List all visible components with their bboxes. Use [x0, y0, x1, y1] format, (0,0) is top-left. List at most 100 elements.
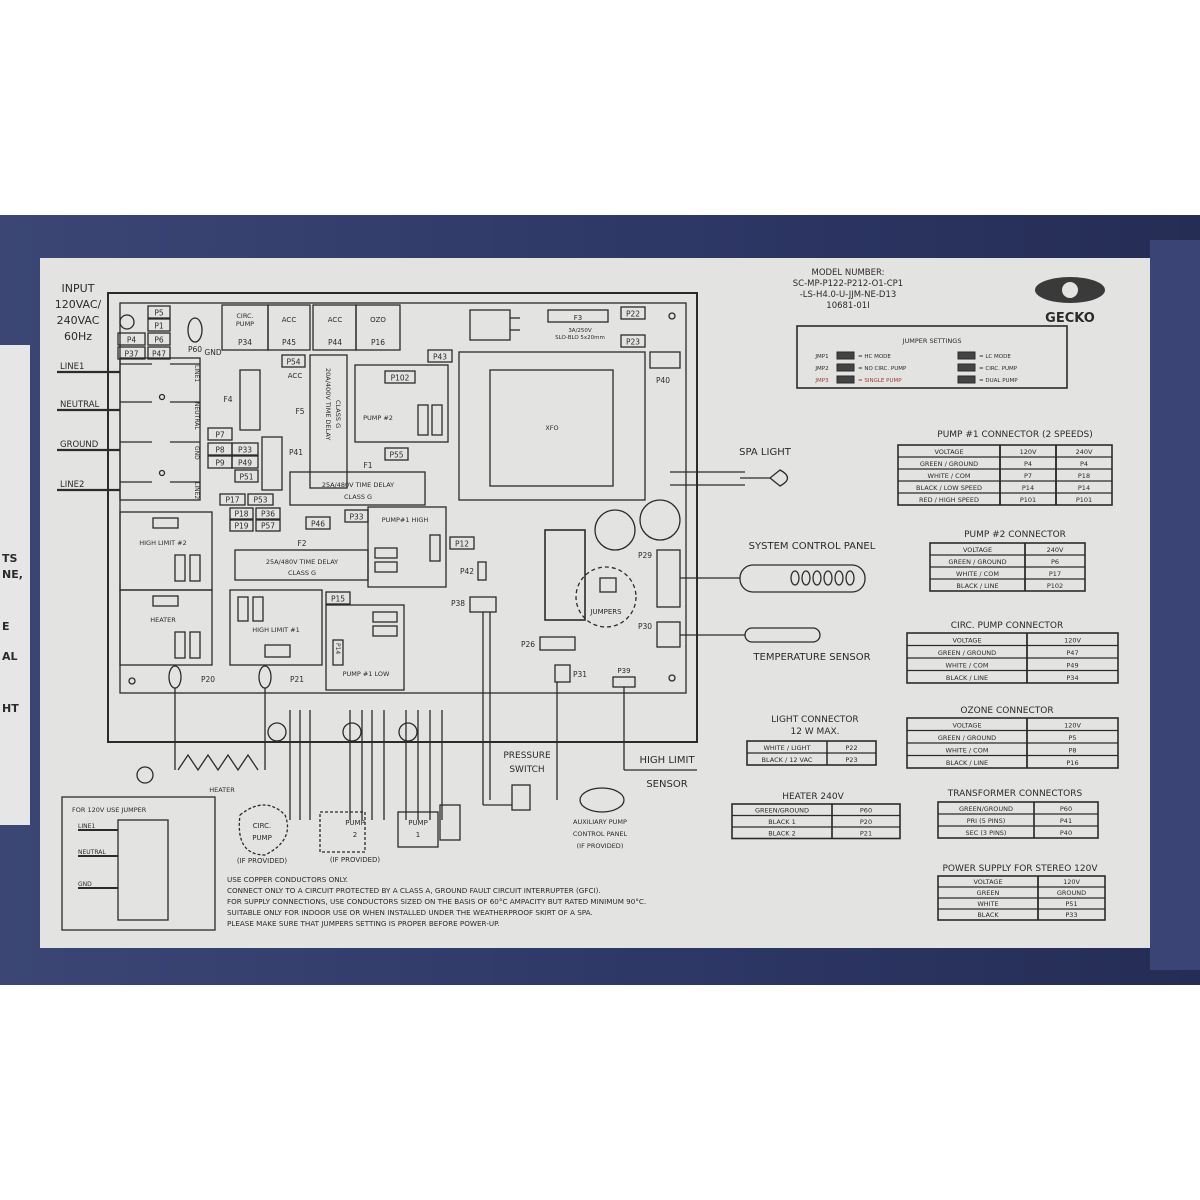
- mount-hole: [668, 312, 676, 320]
- jumper-name: JMP3: [814, 378, 829, 384]
- table-cell: GREEN / GROUND: [938, 734, 996, 742]
- f5-rating: 20A/400V TIME DELAY: [324, 368, 332, 440]
- p37-connector: [117, 346, 146, 360]
- component-outline: [152, 595, 179, 607]
- table-cell: P17: [1049, 570, 1061, 578]
- pressure-switch-icon: [511, 784, 531, 811]
- jumper-setting-left: = NO CIRC. PUMP: [858, 366, 907, 372]
- label: PUMP: [252, 834, 272, 842]
- p47-connector-label: P47: [152, 350, 166, 359]
- enclosure-edge: [1150, 240, 1200, 970]
- table-cell: GREEN / GROUND: [920, 460, 978, 468]
- mains-neutral-label: NEUTRAL: [60, 400, 100, 410]
- spa-light-icon: [740, 469, 789, 487]
- model-number-text: MODEL NUMBER:: [811, 268, 884, 278]
- label: F5: [295, 407, 304, 416]
- p46-connector-label: P46: [311, 520, 325, 529]
- control-panel-button: [834, 570, 844, 586]
- label: P16: [371, 338, 385, 347]
- label: 1: [416, 831, 420, 839]
- left-sticker-text: TS: [2, 552, 18, 565]
- circ-table-title: CIRC. PUMP CONNECTOR: [951, 621, 1063, 631]
- label: HIGH LIMIT: [639, 755, 695, 766]
- pump2-relay: [354, 364, 449, 443]
- label: F1: [363, 461, 372, 470]
- f4-fuse: [239, 369, 261, 431]
- model-number-text: 10681-01I: [826, 301, 869, 311]
- table-cell: P101: [1076, 496, 1092, 504]
- transformer-table-title: TRANSFORMER CONNECTORS: [947, 789, 1083, 799]
- light-table-title: LIGHT CONNECTOR: [771, 715, 858, 725]
- gecko-logo-icon: [1062, 282, 1078, 298]
- label: P39: [617, 667, 630, 675]
- control-panel-button: [812, 570, 822, 586]
- table-cell: VOLTAGE: [934, 448, 963, 456]
- table-cell: P51: [1065, 900, 1077, 908]
- label: GND: [78, 881, 92, 888]
- p15-connector: [325, 591, 351, 605]
- label: F3: [574, 314, 582, 322]
- left-sticker-text: HT: [2, 702, 19, 715]
- left-sticker-text: AL: [2, 650, 18, 663]
- p5-connector: [147, 305, 171, 319]
- label: 25A/480V TIME DELAY: [322, 481, 394, 489]
- table-cell: P7: [1024, 472, 1032, 480]
- transformer-core: [489, 369, 614, 487]
- table-cell: BLACK: [977, 911, 999, 919]
- table-cell: GROUND: [1057, 889, 1086, 897]
- p54-connector: [281, 354, 306, 368]
- jumper-setting-right: = CIRC. PUMP: [979, 366, 1018, 372]
- label: 2: [353, 831, 357, 839]
- label: HEATER: [209, 786, 235, 794]
- label: CONTROL PANEL: [573, 830, 628, 838]
- p102-connector-label: P102: [391, 374, 410, 383]
- table-cell: P14: [1078, 484, 1090, 492]
- pump2-icon: [319, 811, 366, 853]
- component-outline: [372, 611, 398, 623]
- t-line2: LINE2: [193, 482, 200, 499]
- p19-connector-label: P19: [234, 522, 248, 531]
- p53-connector-label: P53: [253, 496, 267, 505]
- label: P31: [573, 670, 587, 679]
- p1-connector-label: P1: [154, 322, 164, 331]
- stereo-table-title: POWER SUPPLY FOR STEREO 120V: [942, 864, 1098, 874]
- table-cell: 120V: [1063, 878, 1080, 886]
- safety-note: SUITABLE ONLY FOR INDOOR USE OR WHEN INS…: [227, 908, 593, 917]
- f1-fuse: [289, 471, 426, 506]
- p57-connector-label: P57: [261, 522, 275, 531]
- label: PUMP: [345, 819, 365, 827]
- label: P21: [290, 675, 304, 684]
- p6-connector-label: P6: [154, 336, 164, 345]
- capacitor: [594, 509, 636, 551]
- auxiliary-pump-control-panel-icon: [579, 787, 625, 813]
- pump1-low-relay: [325, 604, 405, 691]
- component-outline: [431, 404, 443, 436]
- terminal-screw: [158, 393, 166, 401]
- label: P30: [638, 622, 652, 631]
- p36-connector: [255, 507, 281, 520]
- mount-hole: [668, 674, 676, 682]
- label: LINE1: [78, 823, 95, 830]
- system-control-panel-label: SYSTEM CONTROL PANEL: [749, 541, 876, 552]
- p40-connector: [649, 351, 681, 369]
- pump2-table-title: PUMP #2 CONNECTOR: [964, 530, 1066, 540]
- input-rating-text: 240VAC: [57, 314, 100, 327]
- p102-connector: [384, 370, 416, 384]
- p23-connector: [620, 334, 646, 348]
- label: ACC: [328, 316, 343, 324]
- p47-connector: [147, 346, 171, 360]
- safety-note: USE COPPER CONDUCTORS ONLY.: [227, 875, 348, 884]
- table-cell: WHITE / COM: [956, 570, 999, 578]
- label: SLO-BLO 5x20mm: [555, 335, 605, 341]
- p4-connector-label: P4: [127, 336, 137, 345]
- control-panel-button: [790, 570, 800, 586]
- p55-connector: [384, 447, 409, 461]
- p33-connector-label: P33: [238, 446, 252, 455]
- table-cell: P16: [1066, 759, 1078, 767]
- jumper-icon: [836, 363, 855, 372]
- label: HIGH LIMIT #2: [139, 539, 186, 547]
- table-cell: P20: [860, 818, 872, 826]
- label: P44: [328, 338, 342, 347]
- label: (IF PROVIDED): [237, 857, 288, 865]
